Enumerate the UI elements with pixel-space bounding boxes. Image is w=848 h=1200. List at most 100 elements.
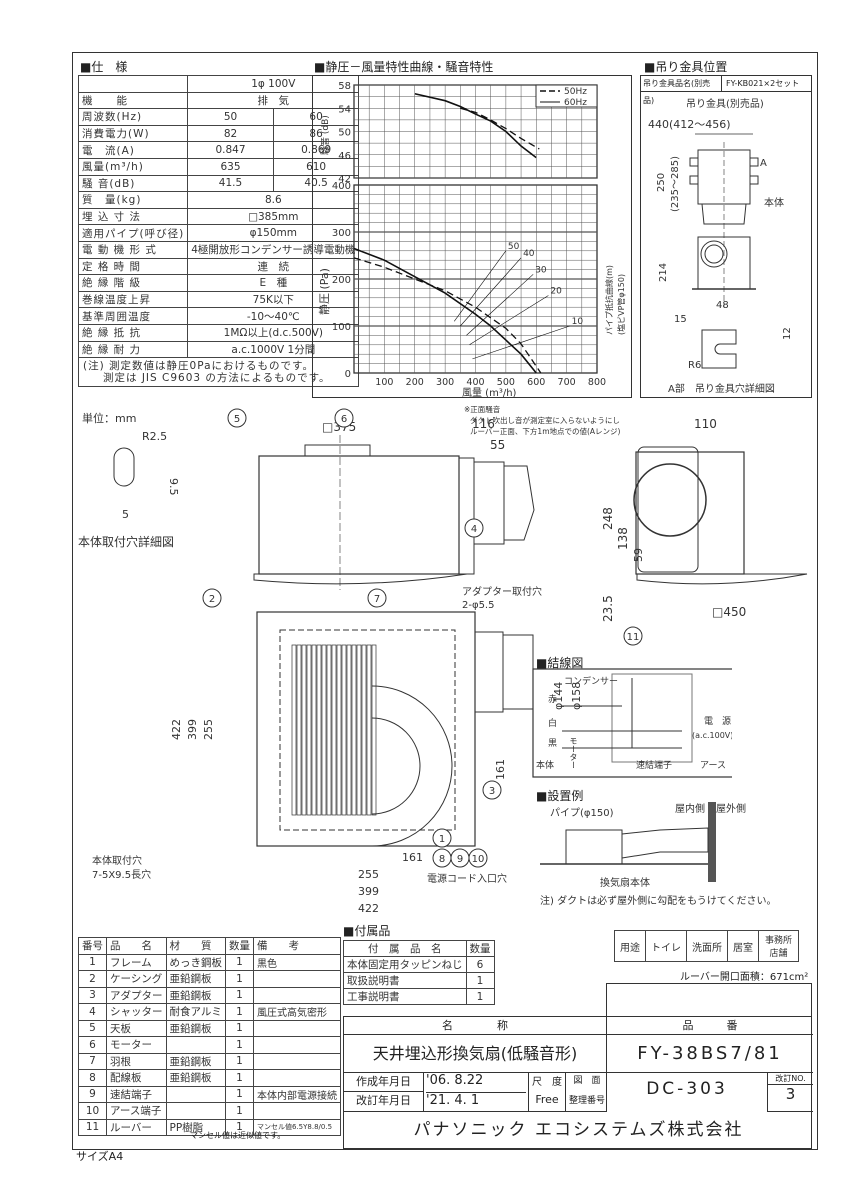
parts-cell: 4 [78,1003,107,1021]
spec-label: 消費電力(W) [77,124,189,143]
spec-note-1: (注) 測定数値は静圧0Paにおけるものです。 [83,360,314,373]
part-balloon: 5 [227,408,247,428]
r6-label: R6 [688,360,701,371]
hole-caption: 本体取付穴詳細図 [78,534,174,549]
dates-block: 作成年月日 '06. 8.22 改訂年月日 '21. 4. 1 尺 度 Free… [344,1073,607,1112]
parts-cell [165,1085,226,1103]
drawing-number: DC-303 [646,1079,728,1099]
usage-cell: 居室 [727,930,759,962]
parts-cell: 1 [225,986,254,1004]
spec-label: 電 流(A) [77,141,189,159]
spec-label: 絶 縁 階 級 [77,274,189,292]
svg-text:2: 2 [209,594,215,605]
dim-248: 248 [601,507,615,530]
parts-cell: 6 [78,1036,107,1054]
parts-cell: 風圧式高気密形 [253,1003,341,1021]
parts-cell [253,1069,341,1087]
dim-158: φ158 [570,682,583,710]
outline-drawing: 単位：mm R2.5 9.5 5 本体取付穴詳細図 □375 116 55 ※正… [78,404,808,915]
parts-cell: 2 [78,970,107,988]
dim-23-5: 23.5 [601,595,615,622]
parts-cell: 黒色 [253,953,341,971]
spec-value-50hz: 0.847 [187,141,274,159]
indoor-label: 屋内側 [675,802,705,815]
spec-label: 機 能 [77,91,189,110]
parts-cell: 亜鉛鋼板 [165,970,226,988]
svg-text:5: 5 [234,414,240,425]
pipe-curve [460,257,522,327]
spec-label: 絶 縁 耐 力 [77,340,189,359]
svg-text:9: 9 [457,854,463,865]
parts-cell: アダプター [106,986,167,1004]
parts-cell: 9 [78,1085,107,1103]
pipe-curve [453,250,507,322]
parts-cell: ケーシング [106,970,167,988]
parts-cell: 耐食アルミ [165,1003,226,1021]
parts-header-cell: 備 考 [253,937,341,955]
pipe-curve-label: 40 [523,249,535,259]
hole-height: 9.5 [167,478,180,496]
parts-cell: 速結端子 [106,1085,167,1103]
pa-tick-label: 0 [345,369,351,380]
part-balloon: 6 [334,408,354,428]
db-curve-50Hz [460,107,540,150]
db-tick-label: 46 [338,151,351,162]
spec-row: 基準周囲温度-10～40℃ [77,307,360,325]
svg-text:10: 10 [472,854,485,865]
pa-tick-label: 200 [332,275,351,286]
db-tick-label: 50 [338,128,351,139]
install-note: 注) ダクトは必ず屋外側に勾配をもうけてください。 [540,894,776,907]
parts-cell: PP樹脂 [165,1118,226,1136]
noise-note-1: ※正面騒音 [464,404,501,414]
bracket-label: 吊り金具(別売品) [686,97,764,110]
power-label: 電 源 [704,716,731,727]
part-balloon: 3 [482,780,502,800]
pipe-curve [469,295,549,346]
parts-cell: 1 [225,1069,254,1087]
part-balloon: 9 [450,848,470,868]
spec-label: 周波数(Hz) [77,108,189,126]
parts-header-cell: 品 名 [106,937,167,955]
hole-width: 5 [122,508,129,521]
part-balloon: 4 [464,518,484,538]
paper-size: サイズA4 [76,1150,124,1163]
pipe-curve-label: 30 [535,265,547,275]
parts-cell: めっき鋼板 [165,953,226,971]
wire-red: 赤 [548,694,557,705]
terminal-label: 速結端子 [636,759,672,771]
chart-grid [353,84,598,374]
hanger-name-label: 吊り金具品名(別売品) [640,75,722,105]
revised-date: '21. 4. 1 [426,1092,526,1111]
spec-value-50hz: 82 [187,124,274,143]
cord-entry-label: 電源コード入口穴 [427,872,507,885]
parts-header: 番号品 名材 質数量備 考 [78,937,341,955]
body-label: 本体 [536,759,554,771]
dim-59: 59 [632,548,645,562]
parts-cell: ルーバー [106,1118,167,1136]
revised-label: 改訂年月日 [344,1092,424,1111]
parts-cell: 天板 [106,1019,167,1037]
parts-cell [253,1036,341,1054]
adapter-hole-label: アダプター取付穴 [462,585,542,598]
pa-axis-label: 静圧 (Pa) [317,268,331,315]
install-title: ■設置例 [536,789,584,803]
pa-tick-label: 100 [332,322,351,333]
accessories-title: ■付属品 [343,924,391,938]
product-number: FY-38BS7/81 [607,1035,813,1073]
parts-cell: 本体内部電源接続 [253,1085,341,1103]
parts-cell: 1 [225,1102,254,1120]
spec-value-50hz: 41.5 [187,174,274,193]
parts-cell: 7 [78,1052,107,1070]
detail-a-label: A [760,158,767,169]
dim-214: 214 [658,263,669,282]
parts-cell: モーター [106,1036,167,1054]
dim-440: 440(412～456) [648,118,731,131]
adapter-hole-spec: 2-φ5.5 [462,600,494,611]
parts-cell: アース端子 [106,1102,167,1120]
dim-116: 116 [472,417,495,431]
